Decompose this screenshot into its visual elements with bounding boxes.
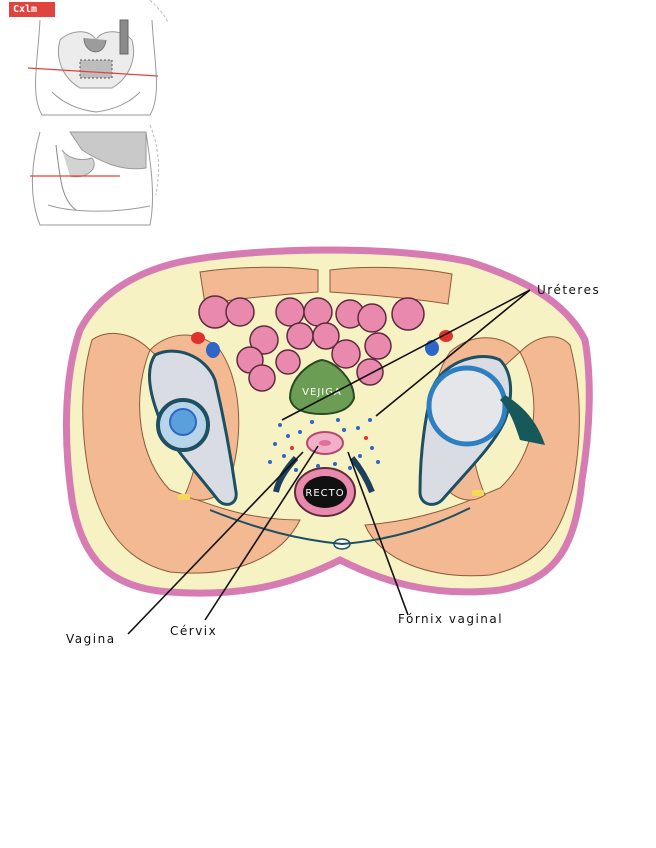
left-femoral-head-inner <box>170 409 196 435</box>
thumbnail-sagittal-view <box>30 125 158 225</box>
thumbnail-frontal-view <box>28 0 168 115</box>
cervix-label: Cérvix <box>170 624 217 638</box>
ureters-label: Uréteres <box>537 283 600 297</box>
rectum-label: RECTO <box>305 488 344 499</box>
left-sciatic-nerve <box>178 494 190 500</box>
vagina-label: Vagina <box>66 632 116 646</box>
right-femoral-head <box>429 368 505 444</box>
right-sciatic-nerve <box>472 490 484 496</box>
fornix-label: Fórnix vaginal <box>398 612 503 626</box>
cervix-os <box>319 440 331 446</box>
pelvis-cross-section: VEJIGA RECTO <box>66 250 589 593</box>
